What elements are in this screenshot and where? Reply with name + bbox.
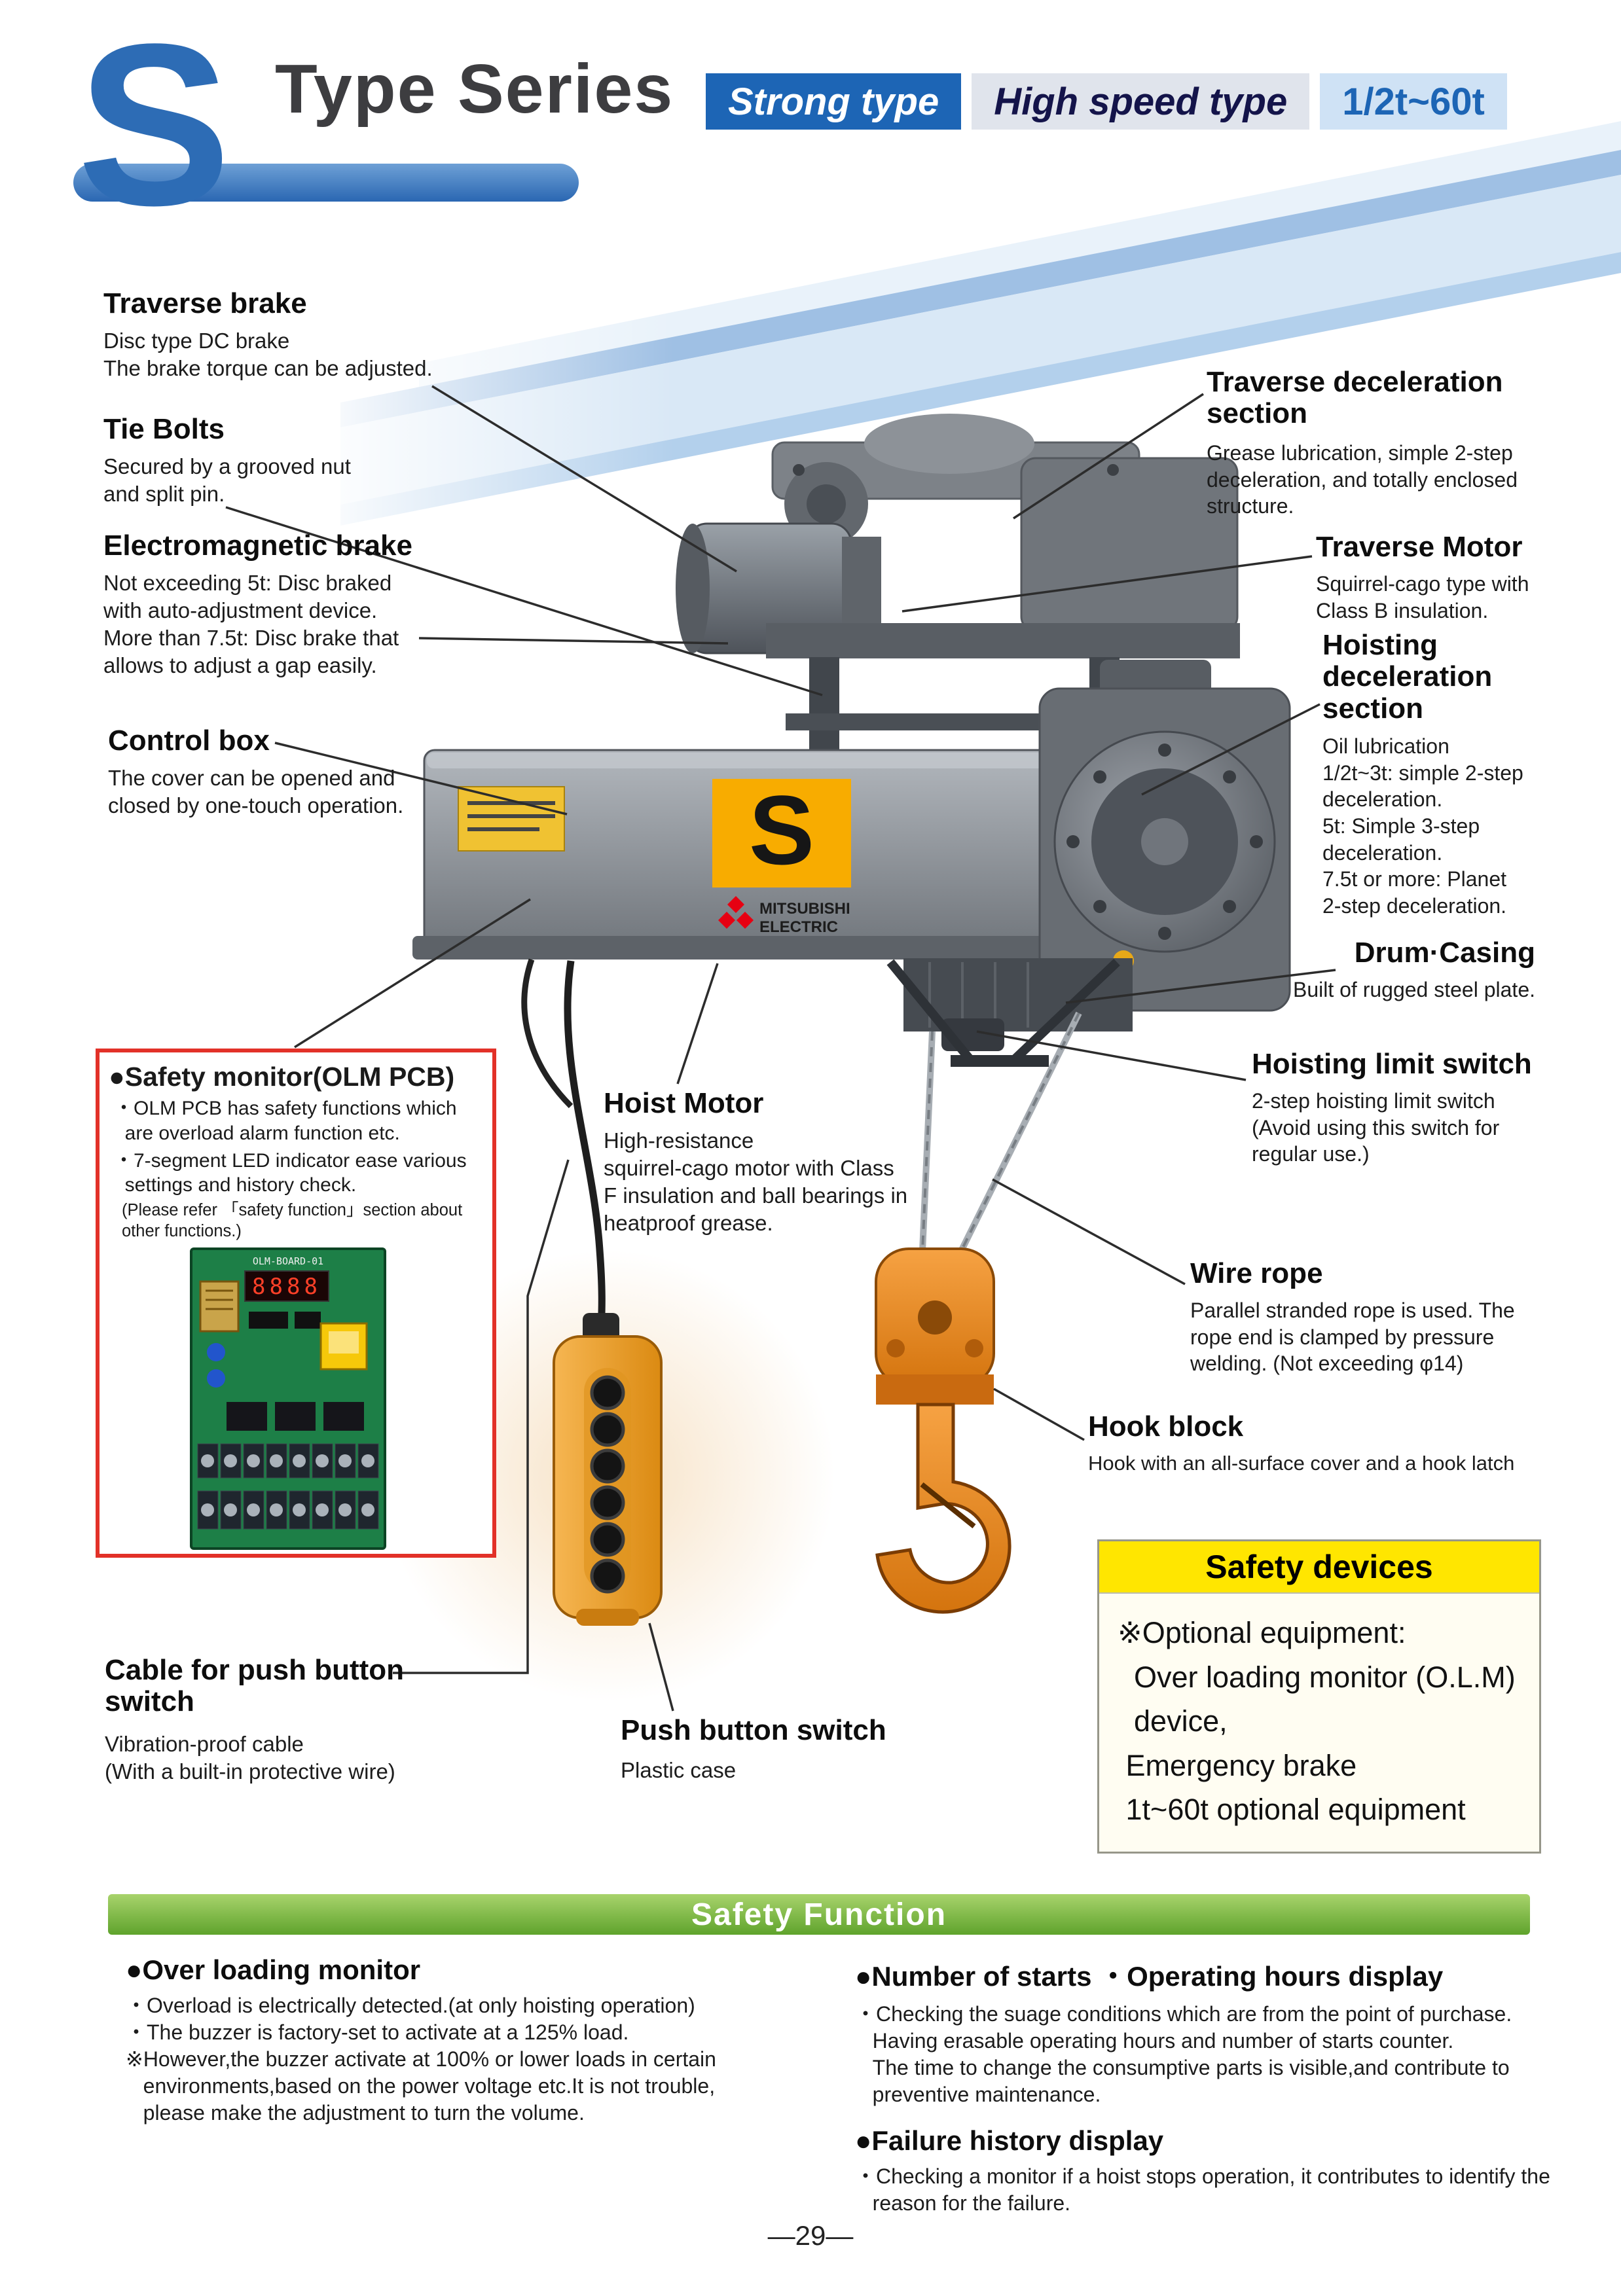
callout-title-hook-block: Hook block: [1088, 1410, 1244, 1443]
pcb-image: OLM-BOARD-01 8888: [190, 1247, 386, 1550]
callout-title-control-box: Control box: [108, 725, 270, 757]
callout-title-electromagnetic-brake: Electromagnetic brake: [103, 529, 412, 562]
relay-icon: [275, 1401, 316, 1431]
callout-body-traverse-brake: Disc type DC brake The brake torque can …: [103, 329, 433, 380]
overload-monitor-body: ・Overload is electrically detected.(at o…: [126, 1994, 716, 2125]
callout-body-electromagnetic-brake: Not exceeding 5t: Disc braked with auto-…: [103, 571, 399, 677]
product-letter: S: [749, 775, 814, 885]
support-struts-icon: [886, 958, 1120, 1067]
starts-hours-title: ●Number of starts ・Operating hours displ…: [855, 1961, 1444, 1992]
ic-chip-icon: [295, 1311, 321, 1329]
pendant-cable-icon: [521, 958, 606, 1336]
callout-title-traverse-brake: Traverse brake: [103, 287, 307, 319]
product-label-icon: S: [712, 775, 851, 888]
transformer-icon: [199, 1280, 240, 1333]
pendant-icon: [553, 1313, 663, 1626]
callout-title-cable: Cable for push button switch: [105, 1654, 405, 1718]
callout-body-traverse-decel: Grease lubrication, simple 2-step decele…: [1207, 441, 1518, 518]
callout-body-drum-casing: Built of rugged steel plate.: [1292, 978, 1535, 1001]
pendant-button-icon: [590, 1522, 625, 1557]
safety-monitor-panel: ●Safety monitor(OLM PCB) ・OLM PCB has sa…: [96, 1049, 496, 1558]
hook-block-icon: [875, 1247, 1011, 1614]
failure-history-body: ・Checking a monitor if a hoist stops ope…: [855, 2164, 1550, 2215]
pcb-silkscreen-text: OLM-BOARD-01: [253, 1255, 323, 1267]
callout-body-traverse-motor: Squirrel-cago type with Class B insulati…: [1316, 572, 1529, 622]
brand-text-2: ELECTRIC: [759, 918, 838, 936]
callout-title-traverse-motor: Traverse Motor: [1316, 531, 1523, 563]
callout-title-traverse-decel: Traverse deceleration section: [1207, 366, 1503, 430]
callout-body-hook-block: Hook with an all-surface cover and a hoo…: [1088, 1452, 1515, 1475]
callout-title-hoist-motor: Hoist Motor: [604, 1087, 764, 1119]
safety-monitor-bullet-2: ・7-segment LED indicator ease various se…: [114, 1149, 467, 1196]
callout-body-tie-bolts: Secured by a grooved nut and split pin.: [103, 454, 351, 506]
logo-letter: S: [77, 0, 231, 253]
brand-text-1: MITSUBISHI: [759, 900, 850, 918]
callout-body-wire-rope: Parallel stranded rope is used. The rope…: [1190, 1299, 1515, 1376]
page-number: —29—: [767, 2220, 854, 2251]
callout-body-push-button: Plastic case: [621, 1758, 737, 1782]
callout-title-tie-bolts: Tie Bolts: [103, 413, 225, 445]
header-badges: Strong type High speed type 1/2t~60t: [706, 73, 1507, 130]
safety-monitor-title: ●Safety monitor(OLM PCB): [109, 1062, 455, 1092]
capacitor-icon: [207, 1342, 225, 1361]
callout-title-drum-casing: Drum·Casing: [1354, 937, 1535, 969]
overload-monitor-title: ●Over loading monitor: [126, 1954, 421, 1985]
gear-housing-icon: [1038, 660, 1291, 1012]
page-title: Type Series: [275, 50, 674, 128]
pendant-button-icon: [590, 1375, 625, 1410]
callout-title-hoisting-limit: Hoisting limit switch: [1252, 1048, 1532, 1080]
terminal-strip-icon: [197, 1443, 379, 1479]
terminal-strip-icon: [197, 1490, 379, 1530]
pendant-button-icon: [590, 1412, 625, 1447]
safety-devices-title: Safety devices: [1099, 1541, 1539, 1594]
brand-logo-icon: MITSUBISHI ELECTRIC: [718, 896, 850, 936]
failure-history-title: ●Failure history display: [855, 2125, 1164, 2156]
callout-lines: [225, 385, 1336, 1712]
callout-body-hoist-motor: High-resistance squirrel-cago motor with…: [604, 1128, 908, 1235]
logo-swoosh-bar: [73, 164, 579, 202]
callout-body-hoisting-limit: 2-step hoisting limit switch (Avoid usin…: [1252, 1089, 1500, 1166]
badge-strong-type: Strong type: [706, 73, 962, 130]
callout-title-wire-rope: Wire rope: [1190, 1257, 1323, 1289]
pendant-button-icon: [590, 1485, 625, 1520]
relay-icon: [227, 1401, 267, 1431]
hoist-body-icon: S MITSUBISHI ELECTRIC: [412, 749, 1055, 960]
wire-rope-icon: [919, 1011, 1082, 1282]
pcb-display-digits: 8888: [252, 1274, 321, 1300]
callout-title-push-button: Push button switch: [621, 1714, 886, 1746]
safety-devices-box: Safety devices ※Optional equipment: Over…: [1097, 1539, 1541, 1854]
pendant-button-icon: [590, 1448, 625, 1484]
safety-monitor-note: (Please refer 「safety function」section a…: [122, 1201, 463, 1241]
ic-chip-icon: [249, 1311, 288, 1329]
pendant-button-icon: [590, 1558, 625, 1594]
callout-body-control-box: The cover can be opened and closed by on…: [108, 766, 404, 817]
overload-monitor-block: ●Over loading monitor ・Overload is elect…: [126, 1954, 836, 2126]
safety-devices-body: ※Optional equipment: Over loading monito…: [1118, 1616, 1516, 1826]
badge-capacity-range: 1/2t~60t: [1320, 73, 1507, 130]
seven-segment-display: [244, 1270, 329, 1302]
starts-hours-body: ・Checking the suage conditions which are…: [855, 2002, 1512, 2106]
capacitor-icon: [207, 1369, 225, 1388]
starts-hours-block: ●Number of starts ・Operating hours displ…: [855, 1954, 1565, 2217]
safety-function-bar: Safety Function: [108, 1894, 1530, 1935]
safety-monitor-bullet-1: ・OLM PCB has safety functions which are …: [114, 1098, 457, 1144]
warning-sticker-icon: [458, 786, 565, 852]
callout-body-hoisting-decel: Oil lubrication 1/2t~3t: simple 2-step d…: [1322, 734, 1523, 918]
callout-body-cable: Vibration-proof cable (With a built-in p…: [105, 1732, 395, 1784]
relay-icon: [323, 1401, 364, 1431]
badge-high-speed-type: High speed type: [972, 73, 1310, 130]
callout-title-hoisting-decel: Hoisting deceleration section: [1322, 629, 1493, 725]
